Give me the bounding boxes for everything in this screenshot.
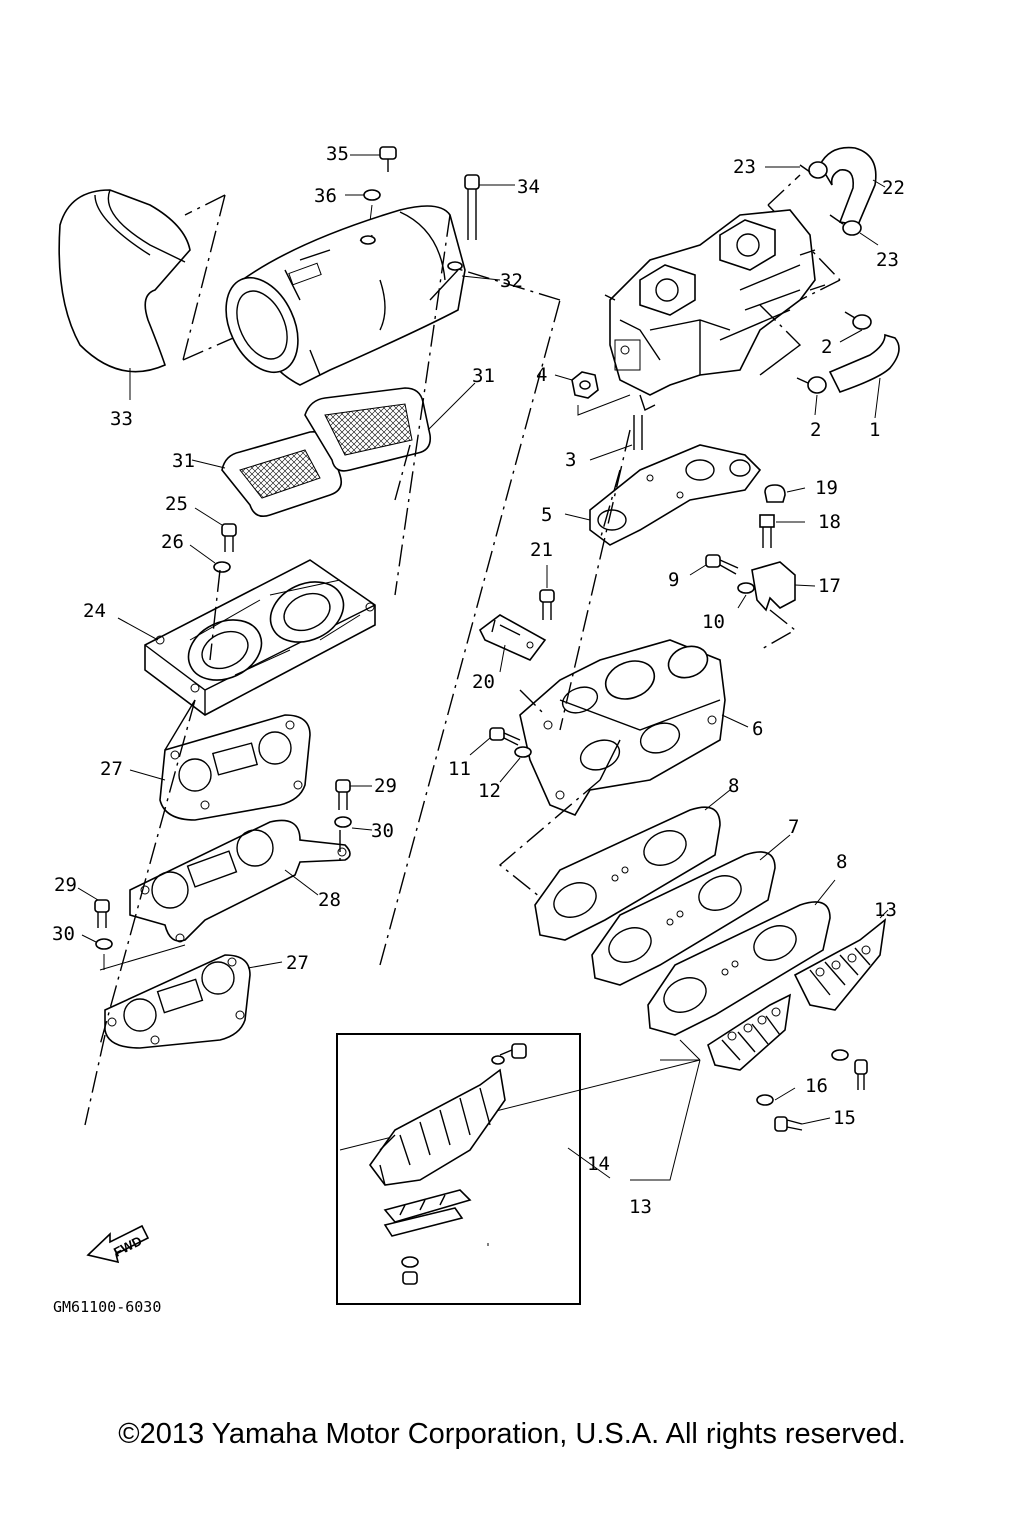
flame-arrester-31-part	[191, 382, 476, 518]
callout-35: 35	[326, 143, 349, 165]
air-box-base-24-part	[117, 559, 376, 716]
washer-26-part	[189, 544, 231, 573]
callout-2-lower: 2	[810, 419, 821, 441]
bolt-29-lower-part	[77, 887, 110, 928]
callout-9: 9	[668, 569, 679, 591]
screw-35-part	[350, 146, 397, 172]
nut-4-part	[554, 371, 631, 416]
reed-valve-13-right-part	[793, 909, 889, 1011]
callout-17: 17	[818, 575, 841, 597]
callout-31-right: 31	[472, 365, 495, 387]
washer-36-part	[345, 189, 381, 201]
washer-30-upper-part	[334, 816, 373, 831]
callout-36: 36	[314, 185, 337, 207]
callout-3: 3	[565, 449, 576, 471]
callout-1: 1	[869, 419, 880, 441]
callout-23-upper: 23	[733, 156, 756, 178]
callout-31-left: 31	[172, 450, 195, 472]
bolt-21-part	[539, 565, 555, 620]
callout-labels: 35 36 34 32 33 31 31 25 26 24 27 29 30 2…	[52, 143, 905, 1218]
bracket-17-part	[751, 561, 816, 612]
washer-10-part	[737, 582, 755, 609]
bolt-25-part	[194, 507, 237, 552]
spacer-7-part	[591, 834, 791, 986]
callout-22: 22	[882, 177, 905, 199]
reed-valve-13-left-part	[707, 993, 792, 1071]
bolt-11-part	[469, 727, 521, 756]
gasket-27-upper-part	[129, 714, 311, 821]
bolt-29-upper-part	[335, 779, 372, 810]
callout-6: 6	[752, 718, 763, 740]
gasket-5-part	[564, 444, 762, 546]
clamp-2-upper-part	[839, 311, 872, 343]
clamp-2-lower-part	[796, 376, 827, 416]
forward-direction-arrow: FWD	[86, 1224, 150, 1264]
gasket-8-lower-part	[647, 879, 836, 1036]
callout-11: 11	[448, 758, 471, 780]
callout-16: 16	[805, 1075, 828, 1097]
clamp-23-upper-part	[765, 161, 828, 179]
callout-13-lower: 13	[629, 1196, 652, 1218]
callout-27-upper: 27	[100, 758, 123, 780]
washer-16-part	[756, 1049, 849, 1106]
callout-8-lower: 8	[836, 851, 847, 873]
intake-manifold-6-part	[519, 639, 749, 816]
callout-20: 20	[472, 671, 495, 693]
callout-33: 33	[110, 408, 133, 430]
callout-19: 19	[815, 477, 838, 499]
intake-silencer-part	[225, 205, 501, 386]
stud-3-part	[589, 415, 643, 461]
carburetor-assembly-part	[604, 209, 826, 411]
bolt-15-part	[774, 1059, 868, 1132]
cap-19-part	[764, 484, 806, 503]
hose-1-part	[828, 333, 900, 419]
copyright-notice: ©2013 Yamaha Motor Corporation, U.S.A. A…	[118, 1418, 906, 1450]
gasket-27-lower-part	[104, 954, 283, 1049]
callout-2-upper: 2	[821, 336, 832, 358]
callout-21: 21	[530, 539, 553, 561]
callout-18: 18	[818, 511, 841, 533]
clamp-23-lower-part	[829, 214, 879, 246]
callout-10: 10	[702, 611, 725, 633]
callout-34: 34	[517, 176, 540, 198]
hose-22-part	[819, 146, 886, 226]
bracket-plate-28-part	[129, 819, 351, 943]
callout-26: 26	[161, 531, 184, 553]
callout-28: 28	[318, 889, 341, 911]
bolt-34-part	[464, 174, 515, 240]
fitting-18-part	[759, 514, 805, 548]
gasket-8-upper-part	[534, 789, 731, 941]
callout-25: 25	[165, 493, 188, 515]
fwd-label: FWD	[111, 1233, 144, 1260]
callout-29-upper: 29	[374, 775, 397, 797]
intake-hose-part	[58, 189, 191, 400]
bracket-20-part	[478, 614, 547, 673]
washer-12-part	[499, 746, 532, 783]
diagram-reference-code: GM61100-6030	[53, 1298, 161, 1316]
bolt-9-part	[689, 554, 739, 576]
callout-4: 4	[536, 364, 547, 386]
callout-12: 12	[478, 780, 501, 802]
callout-27-lower: 27	[286, 952, 309, 974]
callout-29-lower: 29	[54, 874, 77, 896]
callout-15: 15	[833, 1107, 856, 1129]
callout-24: 24	[83, 600, 106, 622]
callout-8-upper: 8	[728, 775, 739, 797]
reed-valve-detail-inset	[336, 1033, 611, 1305]
callout-30-upper: 30	[371, 820, 394, 842]
washer-30-lower-part	[81, 934, 113, 950]
callout-14: 14	[587, 1153, 610, 1175]
callout-7: 7	[788, 816, 799, 838]
callout-30-lower: 30	[52, 923, 75, 945]
callout-5: 5	[541, 504, 552, 526]
callout-23-lower: 23	[876, 249, 899, 271]
callout-13-upper: 13	[874, 899, 897, 921]
callout-32: 32	[500, 270, 523, 292]
